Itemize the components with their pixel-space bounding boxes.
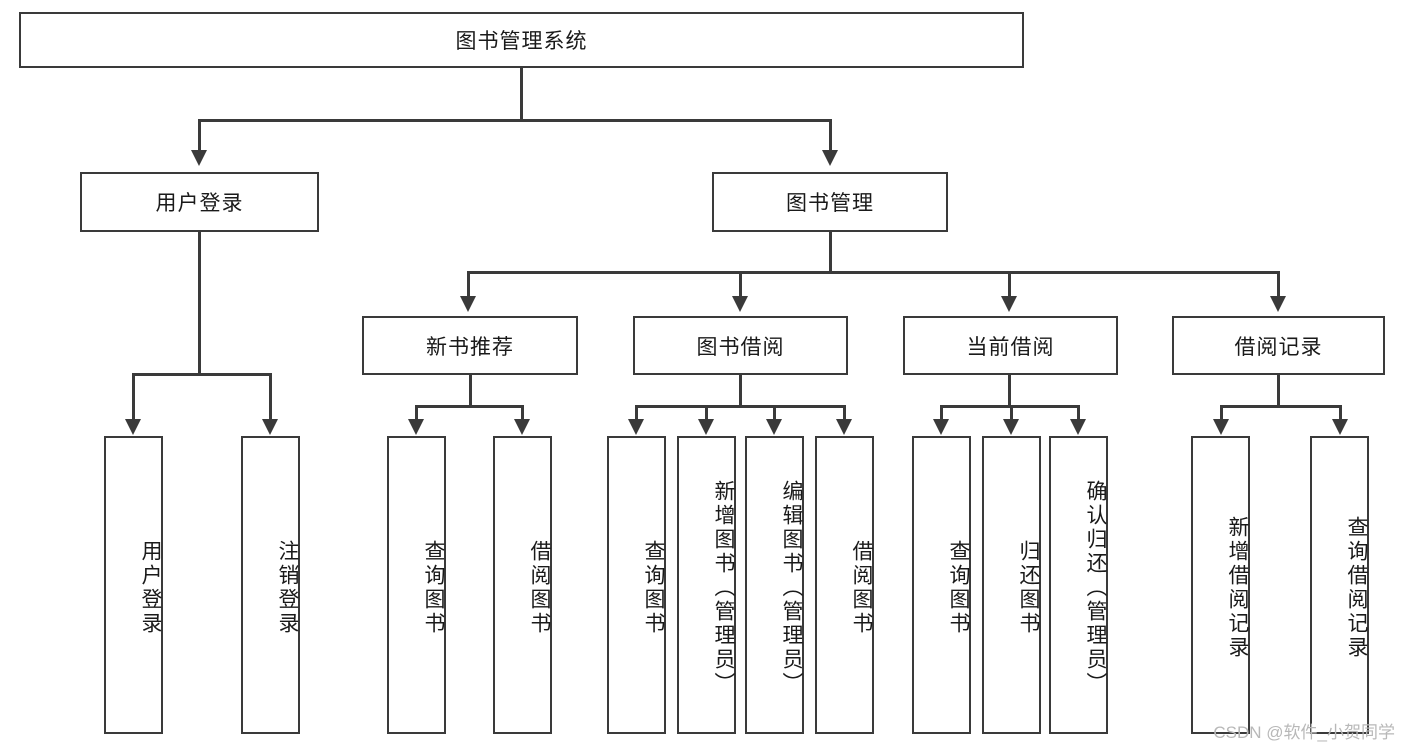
leaf-current-borrow-return-book[interactable]: 归还图书 [982,436,1041,734]
leaf-new-book-query-book[interactable]: 查询图书 [387,436,446,734]
arrow-current-borrow-to-leaf-3 [1070,419,1086,435]
edge-book-management-stem [829,232,832,271]
arrow-book-borrow-to-leaf-4 [836,419,852,435]
arrow-root-to-book-management [822,150,838,166]
edge-book-borrow-to-leaf-2 [705,405,708,420]
arrow-current-borrow-to-leaf-1 [933,419,949,435]
node-label: 图书管理 [786,192,874,215]
edge-bm-to-borrow-records [1277,271,1280,297]
edge-bm-to-new-book [467,271,470,297]
edge-book-management-bus [467,271,1279,274]
arrow-book-borrow-to-leaf-2 [698,419,714,435]
node-borrow-records[interactable]: 借阅记录 [1172,316,1385,375]
edge-borrow-records-stem [1277,375,1280,405]
edge-root-stem [520,68,523,119]
leaf-borrow-records-add-record[interactable]: 新增借阅记录 [1191,436,1250,734]
node-new-book-recommend[interactable]: 新书推荐 [362,316,578,375]
leaf-user-logout[interactable]: 注销登录 [241,436,300,734]
leaf-user-login[interactable]: 用户登录 [104,436,163,734]
edge-user-login-stem [198,232,201,373]
edge-borrow-records-bus [1220,405,1341,408]
edge-bm-to-book-borrow [739,271,742,297]
node-label: 用户登录 [155,192,244,215]
edge-new-book-to-leaf-2 [521,405,524,420]
edge-book-borrow-bus [635,405,846,408]
arrow-bm-to-new-book [460,296,476,312]
leaf-book-borrow-edit-book[interactable]: 编辑图书（管理员） [745,436,804,734]
leaf-label: 查询图书 [642,540,665,636]
arrow-user-login-to-leaf-1 [125,419,141,435]
leaf-label: 查询图书 [422,540,445,636]
arrow-bm-to-current-borrow [1001,296,1017,312]
node-label: 新书推荐 [426,335,514,359]
node-book-borrow[interactable]: 图书借阅 [633,316,848,375]
node-label: 借阅记录 [1234,335,1323,359]
arrow-bm-to-book-borrow [732,296,748,312]
edge-current-borrow-to-leaf-2 [1010,405,1013,420]
edge-current-borrow-stem [1008,375,1011,405]
edge-book-borrow-to-leaf-1 [635,405,638,420]
watermark-text: CSDN @软件_小贺同学 [1213,723,1395,742]
arrow-user-login-to-leaf-2 [262,419,278,435]
leaf-label: 确认归还（管理员） [1084,480,1107,696]
leaf-book-borrow-add-book[interactable]: 新增图书（管理员） [677,436,736,734]
edge-new-book-bus [415,405,523,408]
leaf-label: 借阅图书 [850,540,873,636]
edge-root-bus [198,119,832,122]
leaf-current-borrow-query-book[interactable]: 查询图书 [912,436,971,734]
node-current-borrow[interactable]: 当前借阅 [903,316,1118,375]
leaf-label: 编辑图书（管理员） [780,480,803,696]
node-label: 图书管理系统 [455,30,588,53]
arrow-book-borrow-to-leaf-3 [766,419,782,435]
edge-book-borrow-to-leaf-4 [843,405,846,420]
edge-current-borrow-to-leaf-1 [940,405,943,420]
leaf-book-borrow-borrow-book[interactable]: 借阅图书 [815,436,874,734]
edge-root-to-user-login [198,119,201,151]
edge-bm-to-current-borrow [1008,271,1011,297]
arrow-borrow-records-to-leaf-1 [1213,419,1229,435]
arrow-borrow-records-to-leaf-2 [1332,419,1348,435]
node-root-book-management-system[interactable]: 图书管理系统 [19,12,1024,68]
leaf-book-borrow-query-book[interactable]: 查询图书 [607,436,666,734]
edge-user-login-bus [132,373,270,376]
edge-new-book-to-leaf-1 [415,405,418,420]
arrow-current-borrow-to-leaf-2 [1003,419,1019,435]
leaf-label: 查询借阅记录 [1345,516,1368,660]
arrow-new-book-to-leaf-2 [514,419,530,435]
node-label: 图书借阅 [696,335,785,359]
edge-user-login-to-leaf-1 [132,373,135,420]
arrow-root-to-user-login [191,150,207,166]
arrow-new-book-to-leaf-1 [408,419,424,435]
edge-new-book-stem [469,375,472,405]
node-user-login[interactable]: 用户登录 [80,172,319,232]
arrow-bm-to-borrow-records [1270,296,1286,312]
edge-user-login-to-leaf-2 [269,373,272,420]
leaf-new-book-borrow-book[interactable]: 借阅图书 [493,436,552,734]
arrow-book-borrow-to-leaf-1 [628,419,644,435]
edge-current-borrow-bus [940,405,1079,408]
leaf-label: 归还图书 [1017,540,1040,636]
leaf-label: 用户登录 [139,540,162,636]
leaf-label: 新增借阅记录 [1226,516,1249,660]
edge-book-borrow-stem [739,375,742,405]
leaf-label: 新增图书（管理员） [712,480,735,696]
leaf-label: 注销登录 [276,540,299,636]
edge-book-borrow-to-leaf-3 [773,405,776,420]
leaf-label: 借阅图书 [528,540,551,636]
node-book-management[interactable]: 图书管理 [712,172,948,232]
edge-borrow-records-to-leaf-1 [1220,405,1223,420]
edge-current-borrow-to-leaf-3 [1077,405,1080,420]
leaf-current-borrow-confirm-return[interactable]: 确认归还（管理员） [1049,436,1108,734]
node-label: 当前借阅 [966,335,1055,359]
edge-root-to-book-management [829,119,832,151]
leaf-borrow-records-query-record[interactable]: 查询借阅记录 [1310,436,1369,734]
leaf-label: 查询图书 [947,540,970,636]
edge-borrow-records-to-leaf-2 [1339,405,1342,420]
